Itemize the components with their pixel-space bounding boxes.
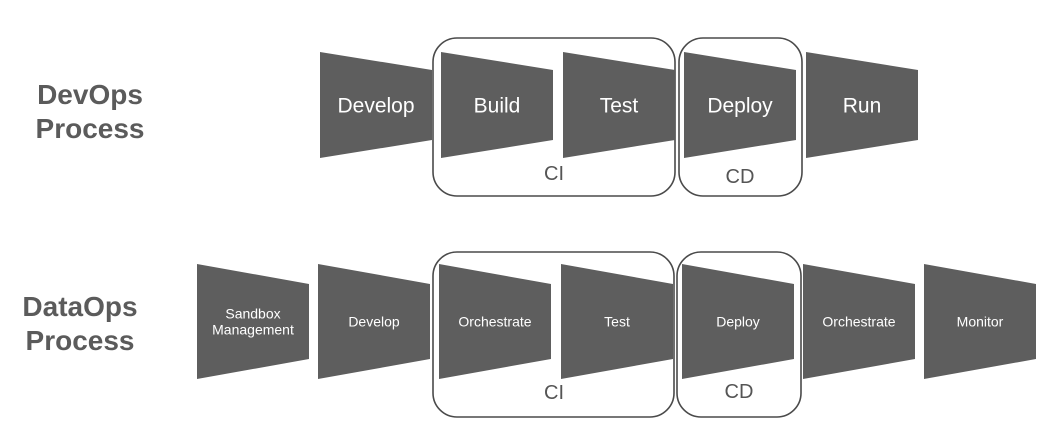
devops-process-title: DevOps Process (0, 78, 180, 146)
dataops-process-title: DataOps Process (0, 290, 170, 358)
dataops-stage-orchestrate-3 (439, 264, 551, 379)
devops-cd-group-label: CD (726, 166, 755, 188)
devops-stage-develop-1 (320, 52, 432, 158)
devops-stage-run-5 (806, 52, 918, 158)
dataops-stage-deploy-5 (682, 264, 794, 379)
dataops-stage-develop-2 (318, 264, 430, 379)
dataops-stage-sandbox-management-1 (197, 264, 309, 379)
dataops-ci-group-box (432, 251, 675, 418)
devops-title-line1: DevOps (37, 79, 143, 110)
devops-stage-build-2 (441, 52, 553, 158)
dataops-title-line2: Process (25, 325, 135, 356)
devops-stage-label-test: Test (600, 95, 639, 118)
dataops-stage-label-monitor: Monitor (957, 314, 1004, 330)
dataops-stage-test-4 (561, 264, 673, 379)
devops-ci-group-label: CI (544, 163, 564, 185)
devops-stage-label-run: Run (843, 95, 882, 118)
devops-stage-deploy-4 (684, 52, 796, 158)
devops-stage-label-develop: Develop (337, 95, 414, 118)
devops-title-line2: Process (35, 113, 145, 144)
devops-stage-test-3 (563, 52, 675, 158)
devops-stage-label-deploy: Deploy (707, 95, 773, 118)
devops-cd-group-box (678, 37, 803, 197)
dataops-title-line1: DataOps (22, 291, 138, 322)
dataops-stage-label-develop: Develop (348, 314, 400, 330)
dataops-cd-group-label: CD (725, 381, 754, 403)
dataops-stage-monitor-7 (924, 264, 1036, 379)
dataops-stage-label-deploy: Deploy (716, 314, 760, 330)
dataops-stage-label-orchestrate: Orchestrate (458, 314, 531, 330)
dataops-stage-orchestrate-6 (803, 264, 915, 379)
dataops-stage-label-orchestrate: Orchestrate (822, 314, 895, 330)
devops-stage-label-build: Build (474, 95, 521, 118)
dataops-cd-group-box (676, 251, 802, 418)
dataops-stage-label-test: Test (604, 314, 630, 330)
dataops-ci-group-label: CI (544, 382, 564, 404)
